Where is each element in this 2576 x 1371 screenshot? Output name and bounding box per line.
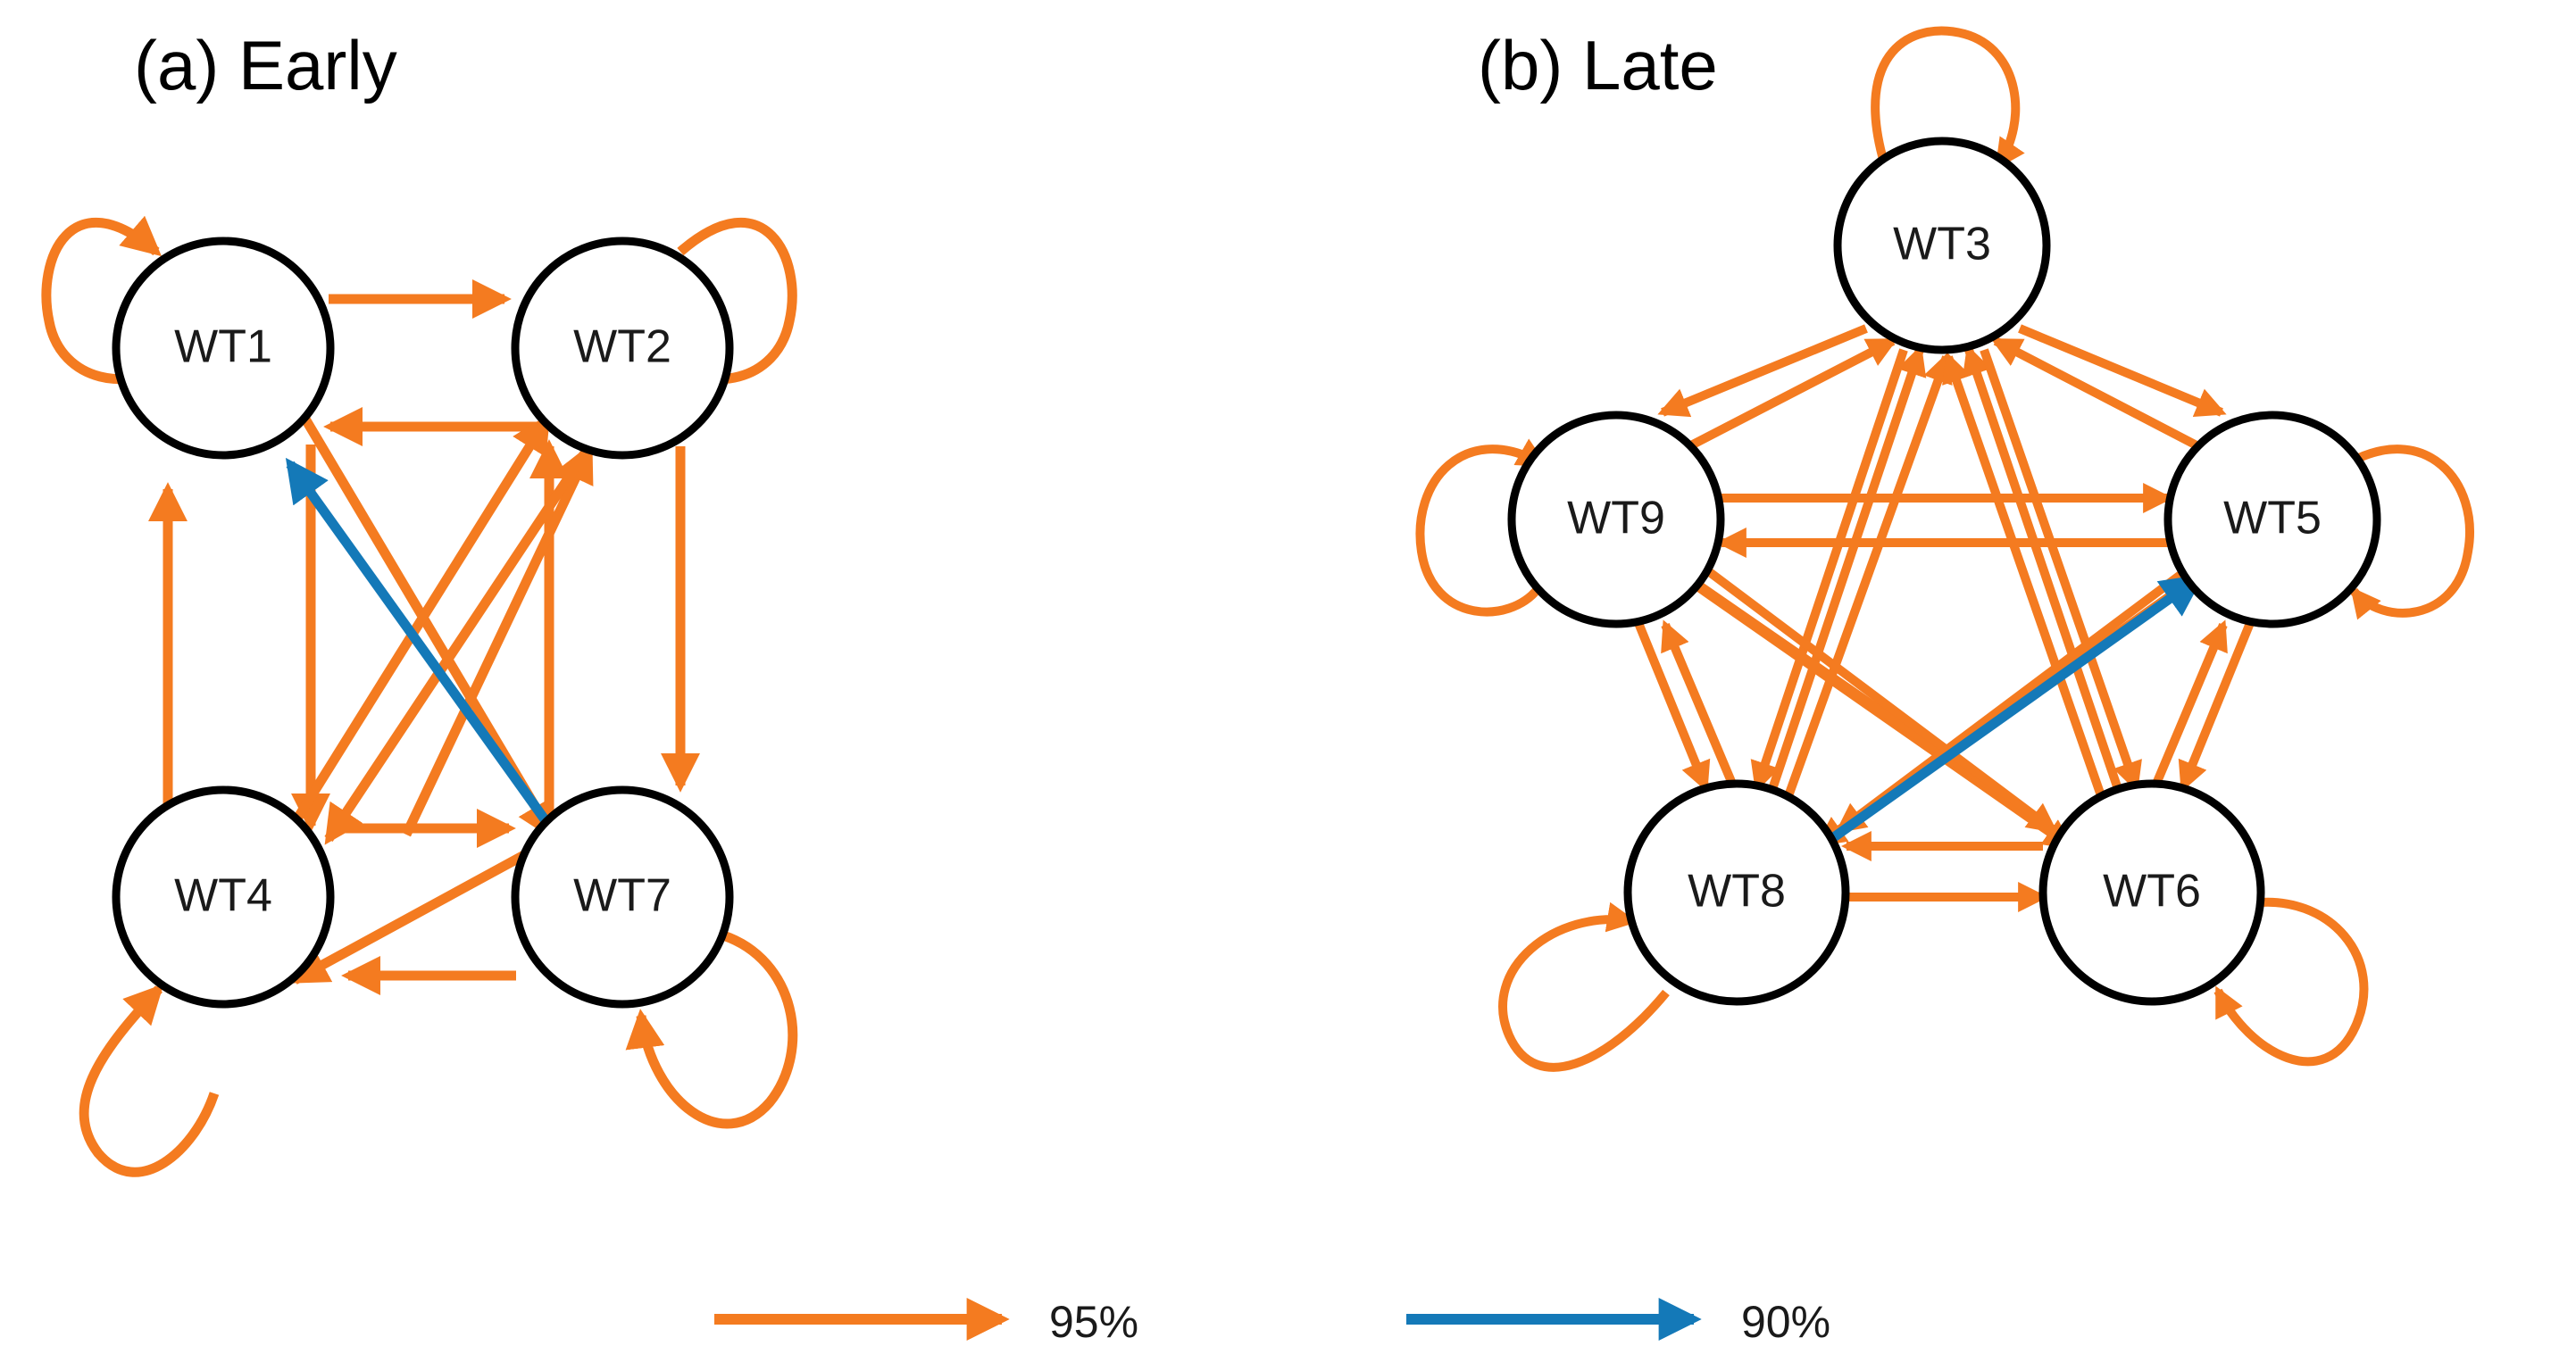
- selfloop-wt3: [1871, 26, 2025, 170]
- node-wt2[interactable]: WT2: [511, 237, 734, 460]
- panel-a: (a) Early: [41, 26, 798, 1177]
- panel-a-edges: [41, 215, 798, 1177]
- edge-wt8-wt5-blue: [1800, 573, 2205, 863]
- node-wt9-circle[interactable]: [1507, 411, 1725, 628]
- node-wt5-circle[interactable]: [2163, 411, 2381, 628]
- selfloop-wt5: [2344, 445, 2474, 620]
- node-wt3-circle[interactable]: [1833, 137, 2051, 354]
- selfloop-wt7: [625, 930, 798, 1129]
- legend-item-90: 90%: [1406, 1297, 1830, 1347]
- node-wt1-label: WT1: [174, 321, 272, 373]
- edge-cross-down-left: [324, 443, 594, 845]
- edge-wt5-wt3: [1990, 337, 2201, 451]
- legend: 95% 90%: [714, 1297, 1830, 1347]
- panel-b-blue-edge: [1800, 573, 2205, 863]
- node-wt3-label: WT3: [1893, 219, 1991, 270]
- node-wt1-circle[interactable]: [112, 237, 335, 460]
- node-wt7-circle[interactable]: [511, 785, 734, 1009]
- edge-wt7-wt1-blue: [285, 457, 576, 860]
- node-wt8-circle[interactable]: [1623, 779, 1850, 1006]
- panel-a-blue-edge: [285, 457, 576, 860]
- node-wt3[interactable]: WT3: [1833, 137, 2051, 354]
- node-wt4-label: WT4: [174, 870, 272, 922]
- edge-wt3-wt5: [2018, 324, 2227, 417]
- edge-wt9-wt3: [1687, 337, 1898, 451]
- node-wt4-circle[interactable]: [112, 785, 335, 1009]
- node-wt2-circle[interactable]: [511, 237, 734, 460]
- edge-wt3-wt6: [1980, 348, 2142, 793]
- edge-wt3-wt8: [1750, 348, 1908, 793]
- edge-cross-b3: [1781, 352, 1953, 805]
- edge-wt6-wt3: [1962, 345, 2122, 791]
- node-wt4[interactable]: WT4: [112, 785, 335, 1009]
- selfloop-wt6: [2213, 897, 2369, 1067]
- edge-wt8-wt3: [1768, 345, 1927, 791]
- panel-b: (b) Late: [1415, 26, 2474, 1072]
- node-wt6-label: WT6: [2103, 866, 2201, 918]
- node-wt6[interactable]: WT6: [2038, 779, 2265, 1006]
- edge-cross-upper-right: [402, 442, 594, 837]
- node-wt2-label: WT2: [573, 321, 671, 373]
- edge-wt6-wt5: [2152, 619, 2228, 785]
- node-wt6-circle[interactable]: [2038, 779, 2265, 1006]
- node-wt5-label: WT5: [2223, 493, 2322, 544]
- node-wt7-label: WT7: [573, 870, 671, 922]
- edge-cross-lower-left: [288, 835, 556, 985]
- legend-95-label: 95%: [1049, 1297, 1138, 1347]
- node-wt1[interactable]: WT1: [112, 237, 335, 460]
- edge-wt5-wt6: [2178, 621, 2255, 793]
- node-wt5[interactable]: WT5: [2163, 411, 2381, 628]
- edge-wt9-wt8: [1634, 621, 1711, 793]
- edge-cross-b1: [1694, 559, 2058, 834]
- selfloop-wt8: [1498, 902, 1670, 1072]
- node-wt8[interactable]: WT8: [1623, 779, 1850, 1006]
- node-wt7[interactable]: WT7: [511, 785, 734, 1009]
- legend-90-label: 90%: [1741, 1297, 1830, 1347]
- panel-b-nodes: WT3 WT9 WT5 WT8 WT6: [1507, 137, 2381, 1006]
- node-wt9-label: WT9: [1567, 493, 1665, 544]
- panel-a-nodes: WT1 WT2 WT4 WT7: [112, 237, 734, 1009]
- node-wt9[interactable]: WT9: [1507, 411, 1725, 628]
- legend-item-95: 95%: [714, 1297, 1138, 1347]
- panel-a-title: (a) Early: [134, 26, 397, 104]
- selfloop-wt9: [1415, 438, 1548, 617]
- edge-wt8-wt9: [1661, 619, 1737, 785]
- panel-b-title: (b) Late: [1478, 26, 1718, 104]
- edge-wt3-wt9: [1657, 324, 1868, 418]
- edge-wt4-wt2-diagonal: [286, 413, 551, 833]
- node-wt8-label: WT8: [1688, 866, 1786, 918]
- selfloop-wt4: [79, 984, 220, 1177]
- edge-cross-b4: [1942, 352, 2108, 805]
